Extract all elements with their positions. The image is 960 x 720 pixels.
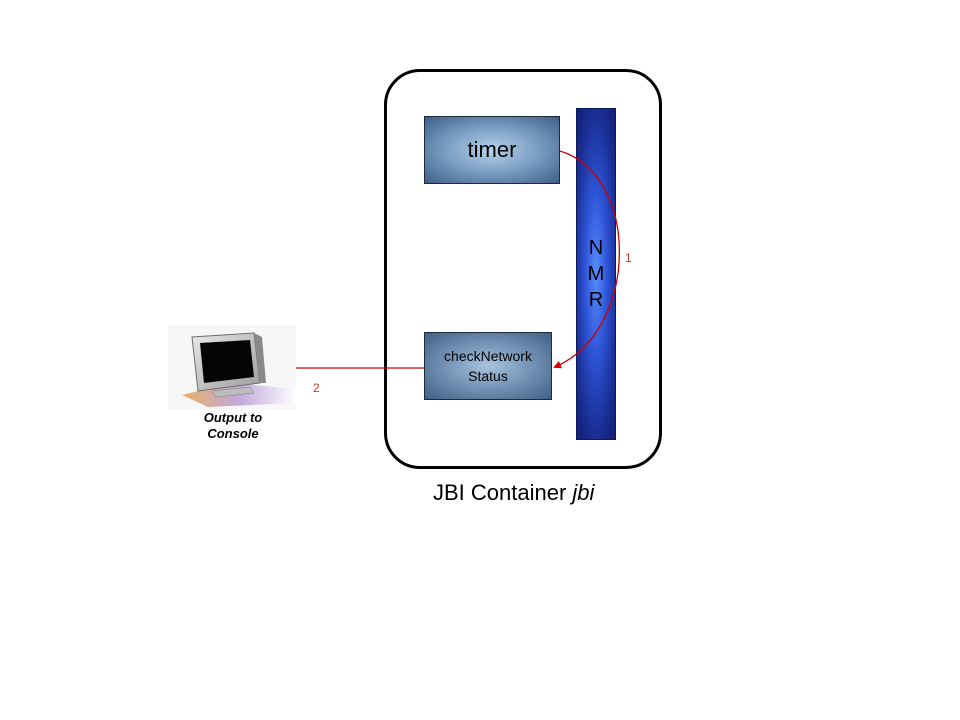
timer-component[interactable]: timer <box>424 116 560 184</box>
nmr-letter-r: R <box>588 289 604 311</box>
container-label-text: JBI Container <box>433 480 567 505</box>
console-monitor <box>168 325 296 409</box>
flow-step-1-label: 1 <box>625 251 632 265</box>
check-network-status-component[interactable]: checkNetwork Status <box>424 332 552 400</box>
flow-step-2-label: 2 <box>313 381 320 395</box>
console-label: Output to Console <box>203 410 263 441</box>
monitor-icon <box>168 325 296 409</box>
check-network-status-label: checkNetwork Status <box>444 348 532 384</box>
nmr-letter-m: M <box>587 263 605 285</box>
container-name: jbi <box>572 480 595 505</box>
timer-label: timer <box>467 137 517 162</box>
container-label: JBI Container jbi <box>433 480 594 506</box>
nmr-letter-n: N <box>588 237 604 259</box>
flow-arrow-1 <box>553 150 620 369</box>
